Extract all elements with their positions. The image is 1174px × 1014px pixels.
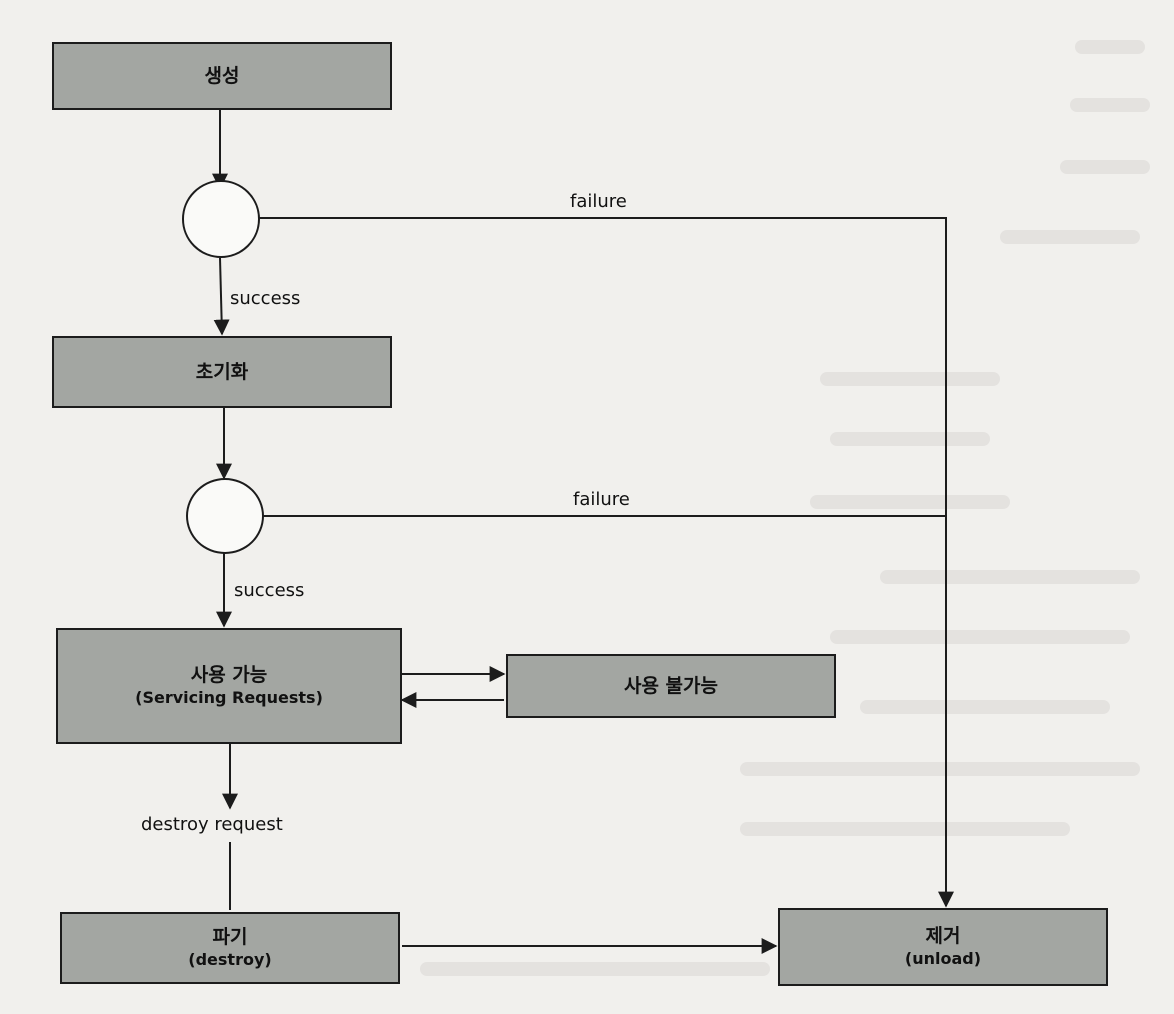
edge-label-destroy-request: destroy request (141, 814, 283, 835)
node-init: 초기화 (52, 336, 392, 408)
decision-circle-1 (182, 180, 260, 258)
node-create-label: 생성 (204, 65, 240, 87)
node-remove: 제거 (unload) (778, 908, 1108, 986)
edge-label-failure-2: failure (573, 489, 630, 510)
decision-circle-2 (186, 478, 264, 554)
node-available: 사용 가능 (Servicing Requests) (56, 628, 402, 744)
node-remove-sublabel: (unload) (904, 949, 982, 968)
node-available-sublabel: (Servicing Requests) (135, 688, 323, 707)
node-destroy-label: 파기 (212, 926, 248, 948)
node-remove-label: 제거 (925, 925, 961, 947)
arrow-check1-to-init (213, 257, 230, 336)
node-unavailable: 사용 불가능 (506, 654, 836, 718)
edge-label-success-2: success (234, 580, 305, 601)
node-destroy-sublabel: (destroy) (188, 950, 272, 969)
node-unavailable-label: 사용 불가능 (623, 675, 718, 697)
node-destroy: 파기 (destroy) (60, 912, 400, 984)
node-available-label: 사용 가능 (190, 664, 268, 686)
edge-label-success-1: success (230, 288, 301, 309)
node-init-label: 초기화 (195, 361, 249, 383)
node-create: 생성 (52, 42, 392, 110)
edge-label-failure-1: failure (570, 191, 627, 212)
arrow-failure1-to-remove (258, 217, 954, 908)
